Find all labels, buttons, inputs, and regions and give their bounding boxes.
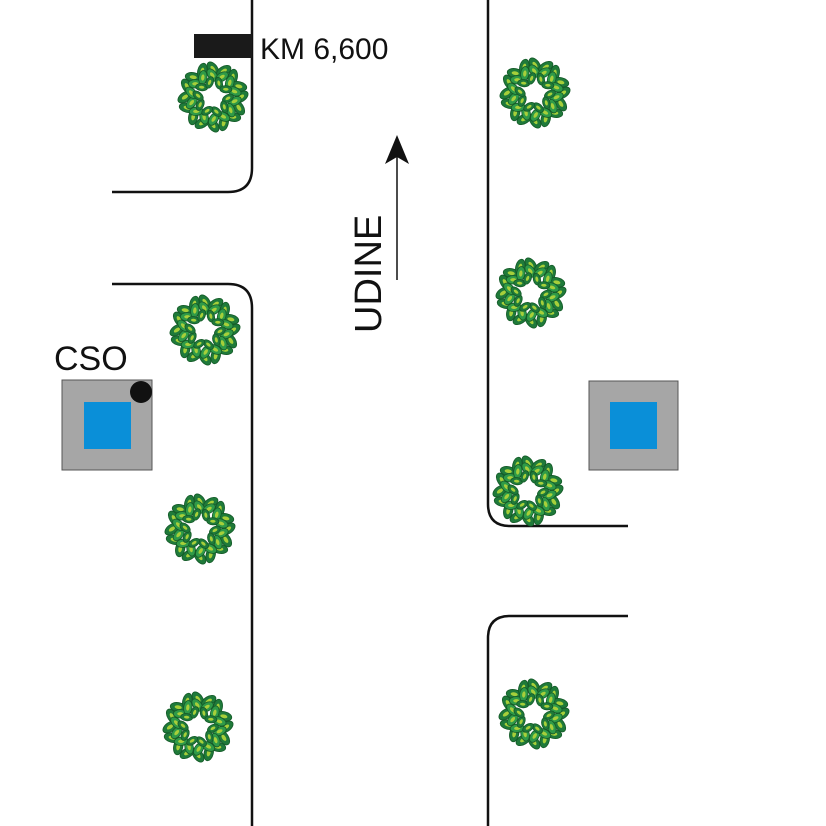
road-curbs	[112, 0, 628, 826]
left-curb-lower	[112, 282, 254, 826]
right-curb-upper	[486, 0, 628, 528]
cso-point-dot	[130, 381, 152, 403]
manhole-left	[61, 379, 153, 471]
left-curb-upper	[112, 0, 254, 194]
tree-icon	[496, 676, 572, 752]
cso-label: CSO	[54, 340, 128, 378]
tree-icon	[167, 292, 243, 368]
tree-icon	[162, 491, 238, 567]
tree-icon	[160, 689, 236, 765]
tree-icon	[175, 59, 251, 135]
tree-icon	[493, 255, 569, 331]
trees	[160, 55, 573, 765]
tree-icon	[497, 55, 573, 131]
manhole-right-water	[610, 402, 657, 449]
km-marker-label: KM 6,600	[260, 33, 388, 66]
tree-icon	[490, 453, 566, 529]
right-curb-lower	[486, 614, 628, 826]
manhole-left-water	[84, 402, 131, 449]
direction-label: UDINE	[348, 215, 390, 333]
manhole-right	[588, 380, 679, 471]
arrow-up-icon	[385, 135, 409, 164]
km-marker-post	[194, 34, 252, 58]
direction-indicator: UDINE	[348, 135, 409, 333]
